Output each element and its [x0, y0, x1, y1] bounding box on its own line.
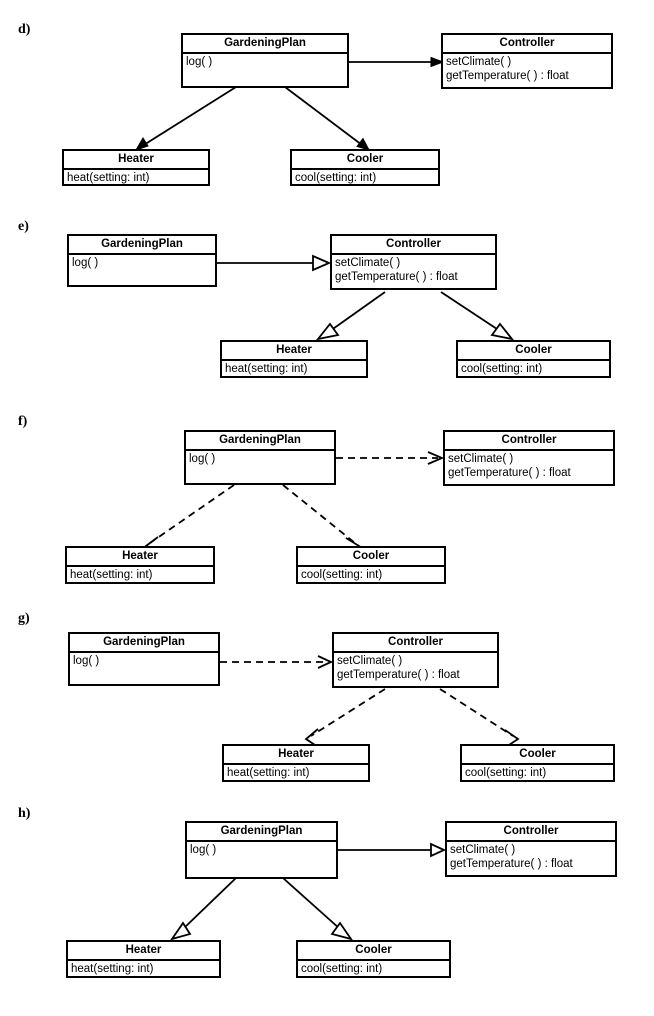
class-member: cool(setting: int): [301, 963, 383, 975]
class-name: GardeningPlan: [70, 634, 218, 653]
class-box-cooler[interactable]: Cooler cool(setting: int): [456, 340, 611, 378]
figure-h: h) GardeningPlan log( ) Controller setCl…: [0, 795, 654, 1016]
class-name: Controller: [443, 35, 611, 54]
class-member: cool(setting: int): [465, 767, 547, 779]
class-box-gardening-plan[interactable]: GardeningPlan log( ): [184, 430, 336, 485]
class-name: Heater: [68, 942, 219, 961]
class-box-controller[interactable]: Controller setClimate( ) getTemperature(…: [330, 234, 497, 290]
class-members: cool(setting: int): [462, 765, 613, 782]
figure-d: d) GardeningPlan log( ) Controller setCl…: [0, 0, 654, 205]
class-members: log( ): [183, 54, 347, 71]
class-name: Cooler: [458, 342, 609, 361]
class-members: cool(setting: int): [458, 361, 609, 378]
class-name: Cooler: [462, 746, 613, 765]
class-members: cool(setting: int): [292, 170, 438, 187]
class-member: setClimate( ): [450, 844, 516, 856]
class-member: cool(setting: int): [295, 172, 377, 184]
class-member: log( ): [186, 56, 213, 68]
class-member: heat(setting: int): [227, 767, 310, 779]
class-member: log( ): [72, 257, 99, 269]
figure-d-label: d): [18, 22, 31, 37]
class-box-heater[interactable]: Heater heat(setting: int): [66, 940, 221, 978]
figure-g: g) GardeningPlan log( ) Controller setCl…: [0, 600, 654, 795]
class-box-heater[interactable]: Heater heat(setting: int): [62, 149, 210, 186]
class-box-heater[interactable]: Heater heat(setting: int): [220, 340, 368, 378]
figure-e-label: e): [18, 219, 29, 234]
class-members: heat(setting: int): [224, 765, 368, 782]
class-box-cooler[interactable]: Cooler cool(setting: int): [296, 546, 446, 584]
class-name: Controller: [445, 432, 613, 451]
class-member: heat(setting: int): [67, 172, 150, 184]
class-members: setClimate( ) getTemperature( ) : float: [443, 54, 611, 85]
figure-e: e) GardeningPlan log( ) Controller setCl…: [0, 205, 654, 405]
class-member: cool(setting: int): [461, 363, 543, 375]
figure-f-label: f): [18, 414, 28, 429]
class-member: getTemperature( ) : float: [446, 70, 569, 82]
class-box-gardening-plan[interactable]: GardeningPlan log( ): [185, 821, 338, 879]
figure-f: f) GardeningPlan log( ) Controller setCl…: [0, 405, 654, 600]
class-members: heat(setting: int): [67, 567, 213, 584]
class-box-cooler[interactable]: Cooler cool(setting: int): [296, 940, 451, 978]
class-box-cooler[interactable]: Cooler cool(setting: int): [290, 149, 440, 186]
class-members: log( ): [187, 842, 336, 859]
class-members: setClimate( ) getTemperature( ) : float: [445, 451, 613, 482]
class-name: Controller: [334, 634, 497, 653]
class-box-controller[interactable]: Controller setClimate( ) getTemperature(…: [332, 632, 499, 688]
class-member: heat(setting: int): [71, 963, 154, 975]
class-name: GardeningPlan: [187, 823, 336, 842]
class-box-gardening-plan[interactable]: GardeningPlan log( ): [181, 33, 349, 88]
class-box-heater[interactable]: Heater heat(setting: int): [222, 744, 370, 782]
class-name: Heater: [64, 151, 208, 170]
class-member: log( ): [73, 655, 100, 667]
class-name: Cooler: [298, 548, 444, 567]
class-member: setClimate( ): [446, 56, 512, 68]
class-members: heat(setting: int): [68, 961, 219, 978]
class-box-controller[interactable]: Controller setClimate( ) getTemperature(…: [445, 821, 617, 877]
class-members: log( ): [69, 255, 215, 272]
class-member: getTemperature( ) : float: [335, 271, 458, 283]
class-name: Cooler: [292, 151, 438, 170]
figure-g-label: g): [18, 611, 30, 626]
class-name: Heater: [222, 342, 366, 361]
class-member: getTemperature( ) : float: [450, 858, 573, 870]
class-members: log( ): [70, 653, 218, 670]
class-member: getTemperature( ) : float: [448, 467, 571, 479]
class-box-gardening-plan[interactable]: GardeningPlan log( ): [68, 632, 220, 686]
class-name: GardeningPlan: [183, 35, 347, 54]
class-name: Heater: [67, 548, 213, 567]
class-box-controller[interactable]: Controller setClimate( ) getTemperature(…: [441, 33, 613, 89]
class-member: cool(setting: int): [301, 569, 383, 581]
class-members: heat(setting: int): [222, 361, 366, 378]
class-members: heat(setting: int): [64, 170, 208, 187]
class-members: setClimate( ) getTemperature( ) : float: [334, 653, 497, 684]
class-members: cool(setting: int): [298, 567, 444, 584]
class-name: GardeningPlan: [186, 432, 334, 451]
class-box-controller[interactable]: Controller setClimate( ) getTemperature(…: [443, 430, 615, 486]
class-box-gardening-plan[interactable]: GardeningPlan log( ): [67, 234, 217, 287]
class-name: Cooler: [298, 942, 449, 961]
class-members: log( ): [186, 451, 334, 468]
class-members: cool(setting: int): [298, 961, 449, 978]
class-member: heat(setting: int): [225, 363, 308, 375]
class-members: setClimate( ) getTemperature( ) : float: [332, 255, 495, 286]
class-name: Controller: [332, 236, 495, 255]
class-member: getTemperature( ) : float: [337, 669, 460, 681]
class-member: log( ): [190, 844, 217, 856]
class-member: log( ): [189, 453, 216, 465]
class-member: setClimate( ): [335, 257, 401, 269]
class-box-heater[interactable]: Heater heat(setting: int): [65, 546, 215, 584]
class-box-cooler[interactable]: Cooler cool(setting: int): [460, 744, 615, 782]
class-name: GardeningPlan: [69, 236, 215, 255]
class-member: setClimate( ): [337, 655, 403, 667]
class-name: Controller: [447, 823, 615, 842]
class-member: setClimate( ): [448, 453, 514, 465]
class-members: setClimate( ) getTemperature( ) : float: [447, 842, 615, 873]
class-member: heat(setting: int): [70, 569, 153, 581]
figure-h-label: h): [18, 806, 31, 821]
class-name: Heater: [224, 746, 368, 765]
